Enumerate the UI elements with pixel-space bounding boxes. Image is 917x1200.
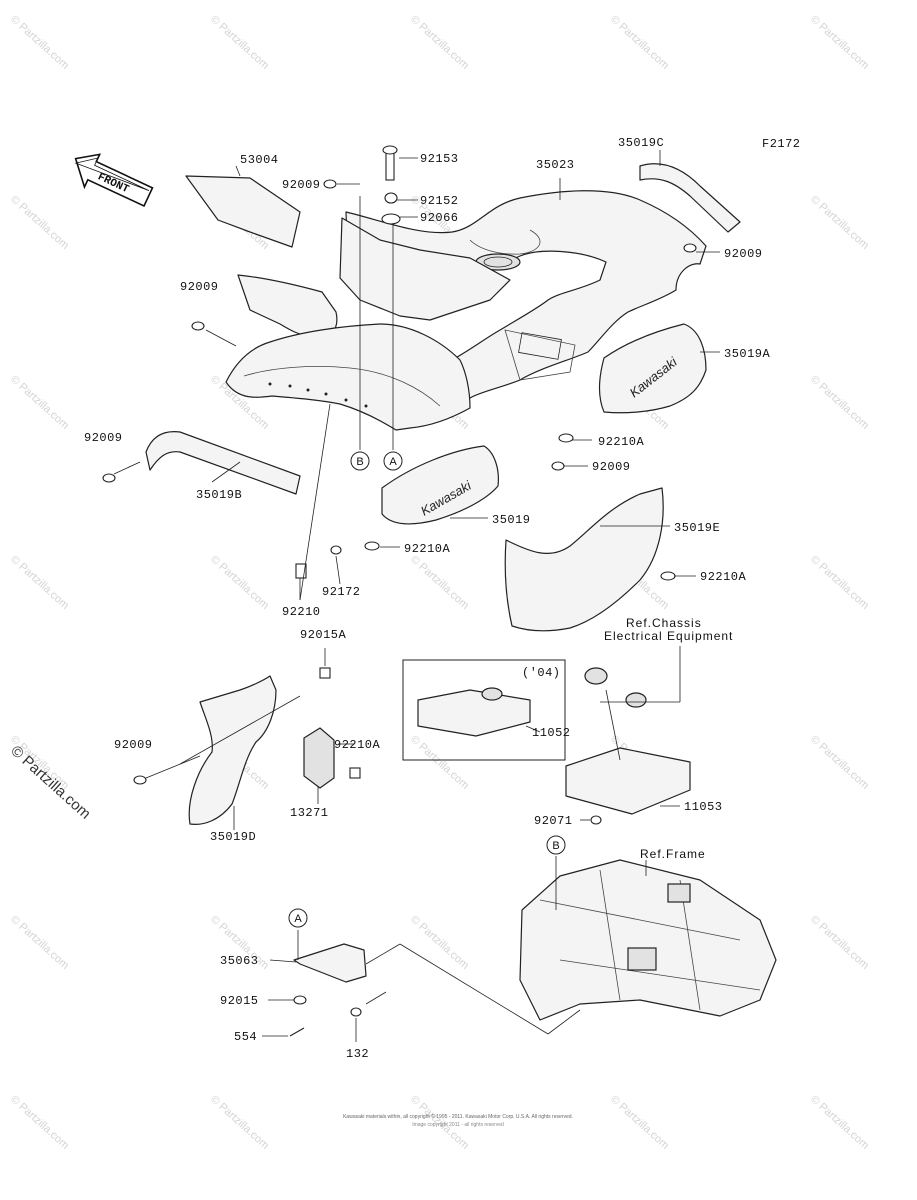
label-92153: 92153: [420, 152, 459, 166]
leader-lines: [113, 150, 720, 1042]
watermark-tile: © Partzilla.com: [808, 13, 871, 72]
inset-box-04: [402, 659, 566, 761]
ref-chassis-line2: Electrical Equipment: [604, 629, 733, 643]
watermark-tile: © Partzilla.com: [8, 553, 71, 612]
watermark-tile: © Partzilla.com: [408, 913, 471, 972]
label-11052: 11052: [532, 726, 571, 740]
rack-guard-35019c: [639, 163, 741, 233]
figure-code: F2172: [762, 137, 801, 151]
relay-clip-2: [625, 692, 647, 708]
label-92009-mid: 92009: [592, 460, 631, 474]
label-92009-lowleft: 92009: [84, 431, 123, 445]
label-35019a: 35019A: [724, 347, 771, 361]
watermark-tile: © Partzilla.com: [408, 553, 471, 612]
svg-text:A: A: [389, 456, 397, 468]
svg-text:B: B: [552, 840, 559, 852]
label-35019b: 35019B: [196, 488, 242, 502]
label-92015: 92015: [220, 994, 259, 1008]
label-35023: 35023: [536, 158, 575, 172]
ref-circle-b-upper: B: [350, 451, 370, 471]
label-92071: 92071: [534, 814, 573, 828]
label-92210: 92210: [282, 605, 321, 619]
label-04: ('04): [522, 666, 561, 680]
label-35019d: 35019D: [210, 830, 256, 844]
bracket-13271: [303, 727, 335, 789]
label-92066: 92066: [420, 211, 459, 225]
svg-text:A: A: [294, 913, 302, 925]
label-92172: 92172: [322, 585, 361, 599]
watermark-tile: © Partzilla.com: [808, 1093, 871, 1152]
watermark-tile: © Partzilla.com: [8, 1093, 71, 1152]
watermark-tile: © Partzilla.com: [408, 13, 471, 72]
svg-text:B: B: [356, 456, 363, 468]
label-554: 554: [234, 1030, 257, 1044]
watermark-tile: © Partzilla.com: [408, 733, 471, 792]
label-35063: 35063: [220, 954, 259, 968]
label-11053: 11053: [684, 800, 723, 814]
front-arrow: FRONT: [74, 153, 154, 208]
watermark-tile: © Partzilla.com: [808, 373, 871, 432]
label-53004: 53004: [240, 153, 279, 167]
label-92210a-right: 92210A: [598, 435, 645, 449]
footer-copyright: Kawasaki materials within, all copyright…: [343, 1113, 573, 1120]
mudguard-35019e: [504, 487, 664, 632]
hardware: [102, 145, 697, 1037]
label-92152: 92152: [420, 194, 459, 208]
ref-circle-b-lower: B: [546, 835, 566, 855]
decal-35019: Kawasaki: [381, 445, 499, 525]
footer-line2: Image copyright 2011 - all rights reserv…: [412, 1122, 504, 1128]
label-92210a-mid: 92210A: [404, 542, 451, 556]
watermark-tile: © Partzilla.com: [808, 193, 871, 252]
label-35019c: 35019C: [618, 136, 664, 150]
ref-frame: Ref.Frame: [640, 847, 706, 861]
label-92015a: 92015A: [300, 628, 347, 642]
seat-tray: [339, 217, 511, 321]
label-92009-left: 92009: [180, 280, 219, 294]
decal-53004: [185, 175, 301, 248]
label-92009-top: 92009: [282, 178, 321, 192]
part-labels: 53004 92009 92153 92152 92066 35023 3501…: [84, 136, 771, 1061]
watermark-tile: © Partzilla.com: [8, 913, 71, 972]
watermark-tile: © Partzilla.com: [808, 553, 871, 612]
watermark-tile: © Partzilla.com: [808, 913, 871, 972]
label-92210a-d: 92210A: [334, 738, 381, 752]
label-35019e: 35019E: [674, 521, 720, 535]
label-13271: 13271: [290, 806, 329, 820]
label-132: 132: [346, 1047, 369, 1061]
relay-clip: [584, 667, 608, 685]
front-fender: [225, 274, 471, 431]
side-watermark: © Partzilla.com: [7, 742, 93, 822]
watermark-tile: © Partzilla.com: [608, 13, 671, 72]
watermark-tile: © Partzilla.com: [8, 193, 71, 252]
label-35019: 35019: [492, 513, 531, 527]
ref-chassis-line1: Ref.Chassis: [626, 616, 702, 630]
label-92009-right: 92009: [724, 247, 763, 261]
watermark-tile: © Partzilla.com: [8, 13, 71, 72]
watermark-tile: © Partzilla.com: [808, 733, 871, 792]
ref-circle-a-lower: A: [288, 908, 308, 928]
mudguard-35019d: [188, 675, 277, 825]
frame-ref: [519, 859, 777, 1021]
watermark-tile: © Partzilla.com: [608, 1093, 671, 1152]
label-92009-d: 92009: [114, 738, 153, 752]
watermark-tile: © Partzilla.com: [208, 1093, 271, 1152]
label-92210a-far: 92210A: [700, 570, 747, 584]
ref-circle-a-upper: A: [383, 451, 403, 471]
side-cover-35019a: Kawasaki: [598, 323, 707, 414]
bracket-35063: [293, 943, 367, 983]
flap-35019b: [145, 431, 301, 495]
watermark-tile: © Partzilla.com: [208, 13, 271, 72]
battery-tray-11053: [565, 747, 691, 815]
watermark-tile: © Partzilla.com: [8, 373, 71, 432]
watermark-tile: © Partzilla.com: [208, 553, 271, 612]
